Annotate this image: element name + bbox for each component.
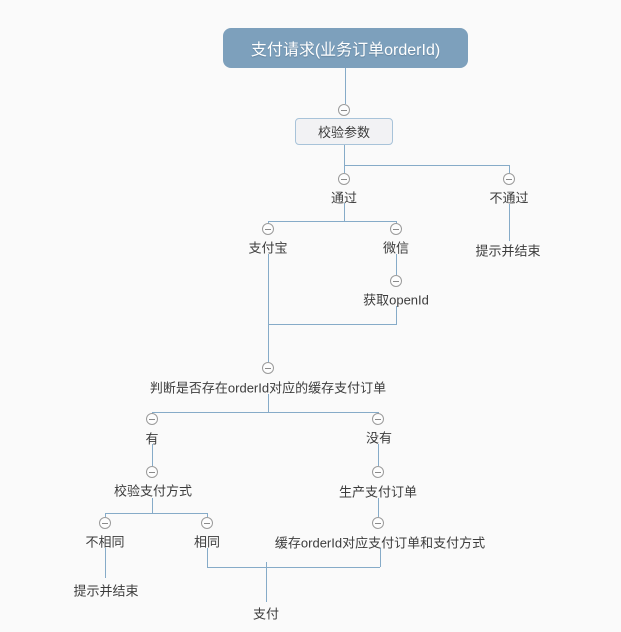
connector-line [268,324,397,325]
connector-line [268,221,396,222]
connector-line [152,444,153,466]
connector-line [344,165,345,173]
connector-line [207,548,208,567]
node-cache-order[interactable]: 缓存orderId对应支付订单和支付方式 [274,535,486,551]
minus-bar [375,472,381,473]
node-alipay[interactable]: 支付宝 [248,240,288,256]
collapse-icon[interactable] [262,362,274,374]
node-pay[interactable]: 支付 [252,606,280,622]
node-has-not[interactable]: 没有 [365,430,393,446]
connector-line [344,165,509,166]
connector-line [396,221,397,224]
collapse-icon[interactable] [338,104,350,116]
collapse-icon[interactable] [201,517,213,529]
connector-line [266,562,267,602]
node-not-same-end[interactable]: 提示并结束 [73,583,139,599]
connector-line [378,498,379,517]
node-wechat[interactable]: 微信 [382,240,410,256]
node-pass[interactable]: 通过 [330,190,358,206]
minus-bar [393,229,399,230]
collapse-icon[interactable] [262,223,274,235]
minus-bar [375,523,381,524]
minus-bar [102,523,108,524]
connector-line [152,412,378,413]
minus-bar [265,368,271,369]
collapse-icon[interactable] [372,413,384,425]
connector-line [378,444,379,466]
connector-line [380,548,381,567]
node-payment-request[interactable]: 支付请求(业务订单orderId) [223,28,468,68]
collapse-icon[interactable] [390,275,402,287]
connector-line [344,203,345,221]
node-validate-params[interactable]: 校验参数 [295,118,393,145]
connector-line [509,204,510,241]
node-same[interactable]: 相同 [193,534,221,550]
connector-line [105,513,207,514]
minus-bar [341,179,347,180]
connector-line [396,306,397,324]
connector-line [268,221,269,224]
connector-line [268,394,269,412]
connector-line [396,254,397,275]
collapse-icon[interactable] [372,517,384,529]
collapse-icon[interactable] [99,517,111,529]
minus-bar [393,281,399,282]
collapse-icon[interactable] [503,173,515,185]
minus-bar [375,419,381,420]
minus-bar [265,229,271,230]
node-check-cached-order[interactable]: 判断是否存在orderId对应的缓存支付订单 [149,380,387,396]
connector-line [344,145,345,165]
node-get-openid[interactable]: 获取openId [363,292,429,308]
collapse-icon[interactable] [390,223,402,235]
minus-bar [149,472,155,473]
minus-bar [341,110,347,111]
connector-line [105,513,106,517]
connector-line [152,498,153,513]
connector-line [345,68,346,104]
connector-line [268,254,269,324]
collapse-icon[interactable] [338,173,350,185]
minus-bar [506,179,512,180]
node-create-pay-order[interactable]: 生产支付订单 [338,484,418,500]
minus-bar [149,419,155,420]
node-has[interactable]: 有 [145,431,159,447]
node-fail[interactable]: 不通过 [489,190,529,206]
connector-line [268,324,269,362]
node-not-same[interactable]: 不相同 [85,534,125,550]
connector-line [207,513,208,517]
connector-line [207,567,380,568]
minus-bar [204,523,210,524]
connector-line [509,165,510,173]
node-fail-end[interactable]: 提示并结束 [475,243,541,259]
node-verify-pay-method[interactable]: 校验支付方式 [113,483,193,499]
collapse-icon[interactable] [372,466,384,478]
collapse-icon[interactable] [146,466,158,478]
collapse-icon[interactable] [146,413,158,425]
connector-line [105,548,106,578]
